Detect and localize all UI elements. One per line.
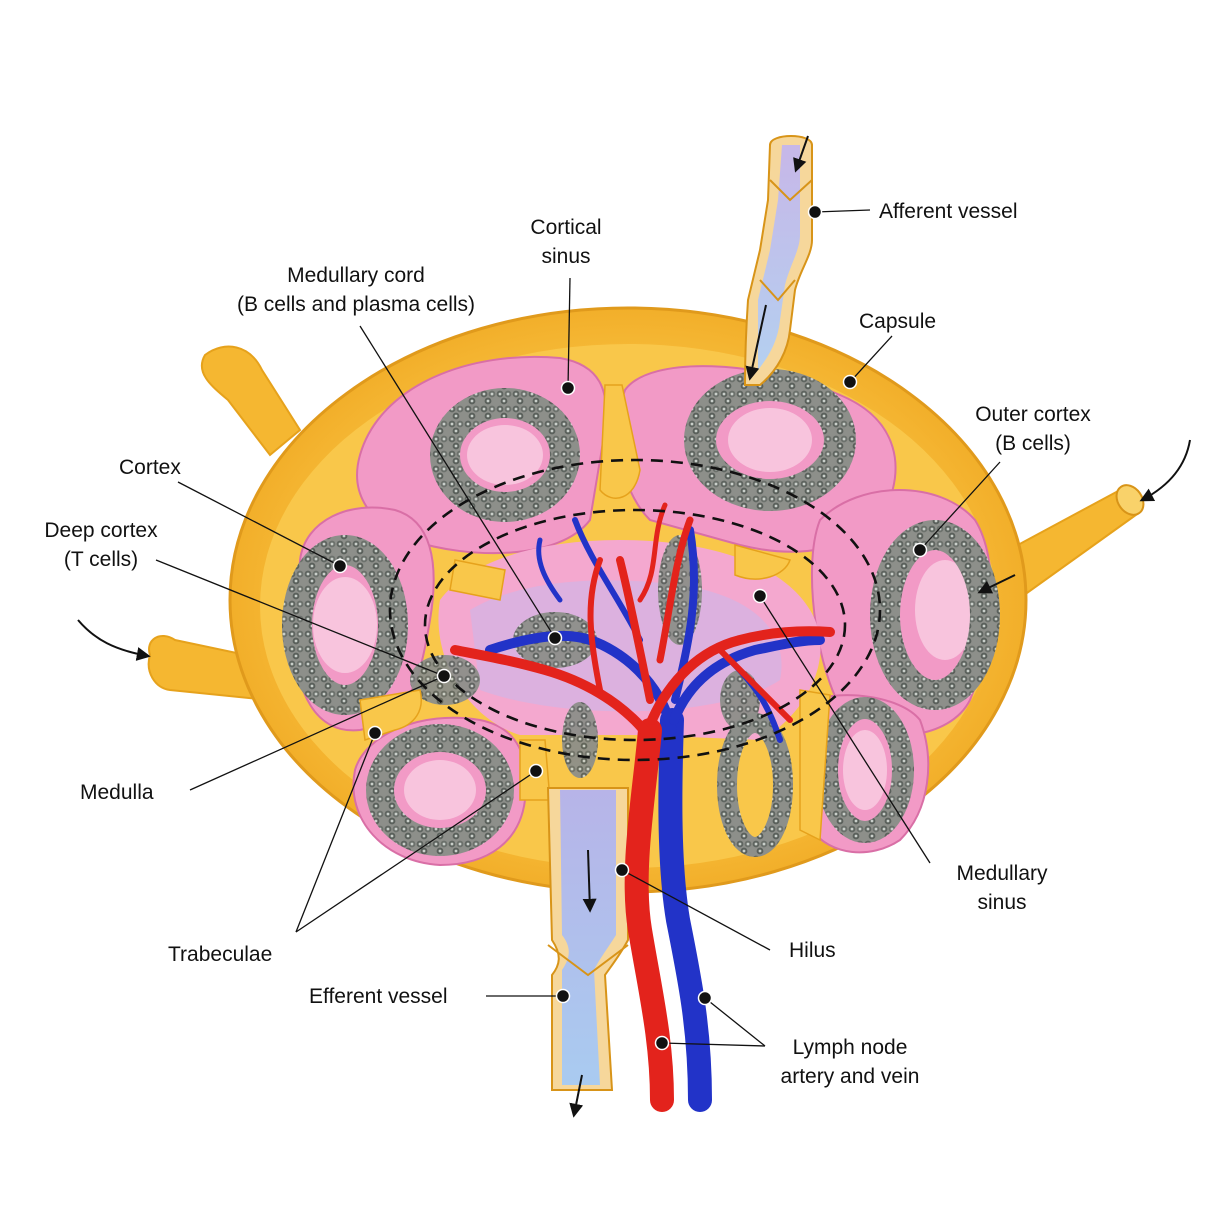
deep-cortex-boundaries <box>388 458 882 762</box>
label-deep-cortex-line1: Deep cortex <box>44 519 158 542</box>
efferent-vessel-marker <box>555 988 571 1004</box>
capsule-marker <box>842 374 858 390</box>
afferent-vessel-marker <box>807 204 823 220</box>
label-trabeculae: Trabeculae <box>168 943 272 966</box>
label-outer-cortex-line1: Outer cortex <box>975 403 1091 426</box>
efferent-vessel <box>546 787 629 1091</box>
label-medullary-sinus-line2: sinus <box>977 891 1026 914</box>
label-hilus: Hilus <box>789 939 836 962</box>
label-cortex: Cortex <box>119 456 181 479</box>
leader-lines <box>155 209 1001 1047</box>
cortex-marker <box>332 558 348 574</box>
label-capsule: Capsule <box>859 310 936 333</box>
label-outer-cortex-line2: (B cells) <box>995 432 1071 455</box>
label-medullary-sinus-line1: Medullary <box>956 862 1048 885</box>
label-cortical-sinus-line1: Cortical <box>530 216 601 239</box>
label-medullary-cord-line2: (B cells and plasma cells) <box>237 293 475 316</box>
label-medulla: Medulla <box>80 781 154 804</box>
trabecula-marker-center <box>528 763 544 779</box>
vein-marker <box>697 990 713 1006</box>
label-lymph-node-vessels-line2: artery and vein <box>781 1065 920 1088</box>
label-efferent-vessel: Efferent vessel <box>309 985 448 1008</box>
artery-marker <box>654 1035 670 1051</box>
medullary-sinus-marker <box>752 588 768 604</box>
label-cortical-sinus-line2: sinus <box>541 245 590 268</box>
trabecula-marker-left <box>367 725 383 741</box>
label-deep-cortex-line2: (T cells) <box>64 548 138 571</box>
lymphocyte-clusters <box>282 369 1000 857</box>
medullary-cord-marker <box>547 630 563 646</box>
label-lymph-node-vessels-line1: Lymph node <box>793 1036 908 1059</box>
leader-dots <box>332 204 928 1051</box>
cortical-sinus-marker <box>560 380 576 396</box>
deep-cortex-marker <box>436 668 452 684</box>
labels: Afferent vessel Cortical sinus Medullary… <box>44 200 1091 1088</box>
outer-cortex-marker <box>912 542 928 558</box>
hilus-marker <box>614 862 630 878</box>
label-medullary-cord-line1: Medullary cord <box>287 264 425 287</box>
trabeculae <box>359 384 831 842</box>
flow-arrows <box>77 135 1191 1118</box>
label-afferent-vessel: Afferent vessel <box>879 200 1018 223</box>
